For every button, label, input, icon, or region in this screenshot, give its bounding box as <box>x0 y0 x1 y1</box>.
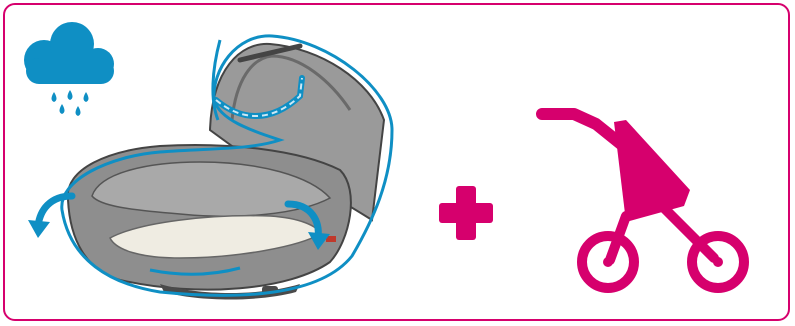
raindrops <box>52 90 89 116</box>
cloud-shape <box>24 22 114 84</box>
raindrop <box>60 104 65 114</box>
rain-cloud-icon <box>24 22 114 116</box>
stroller-icon <box>542 114 744 288</box>
stroller-seat <box>614 120 690 222</box>
raindrop <box>84 92 89 102</box>
raindrop <box>68 90 73 100</box>
raindrop <box>52 92 57 102</box>
plus-icon <box>439 186 493 240</box>
rotate-arrow-left-icon <box>28 196 72 238</box>
raindrop <box>76 106 81 116</box>
